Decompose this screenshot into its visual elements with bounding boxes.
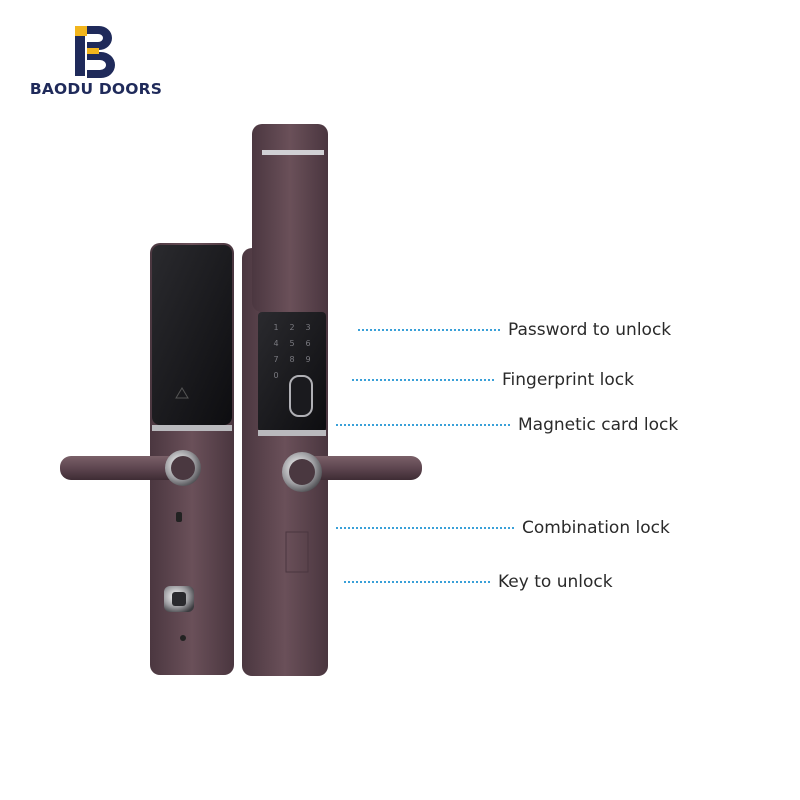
leader-line bbox=[336, 527, 514, 529]
leader-line bbox=[352, 379, 494, 381]
keypad-digit: 4 bbox=[273, 339, 278, 348]
feature-magnetic-card: Magnetic card lock bbox=[336, 413, 678, 437]
feature-fingerprint: Fingerprint lock bbox=[352, 368, 634, 392]
brand-name: BAODU DOORS bbox=[29, 80, 163, 98]
keypad-digit: 3 bbox=[305, 323, 310, 332]
brand-logo: BAODU DOORS bbox=[26, 24, 166, 104]
feature-label: Combination lock bbox=[522, 518, 670, 538]
feature-key: Key to unlock bbox=[344, 570, 613, 594]
feature-combination: Combination lock bbox=[336, 516, 670, 540]
leader-line bbox=[336, 424, 510, 426]
feature-label: Magnetic card lock bbox=[518, 415, 679, 435]
feature-label: Password to unlock bbox=[508, 320, 672, 340]
keypad-digit: 7 bbox=[273, 355, 278, 364]
keypad-digit: 8 bbox=[289, 355, 294, 364]
keypad-digit: 5 bbox=[289, 339, 294, 348]
leader-line bbox=[358, 329, 500, 331]
feature-password: Password to unlock bbox=[358, 318, 671, 342]
feature-label: Key to unlock bbox=[498, 572, 613, 592]
exterior-lock-panel: 1 2 3 4 5 6 7 8 9 0 bbox=[242, 124, 422, 676]
keypad-digit: 2 bbox=[289, 323, 294, 332]
keypad-digit: 0 bbox=[273, 371, 278, 380]
keypad-digit: 1 bbox=[273, 323, 278, 332]
db-monogram-logo-icon bbox=[75, 26, 115, 78]
leader-line bbox=[344, 581, 490, 583]
interior-lock-panel bbox=[60, 243, 234, 675]
keypad-digit: 6 bbox=[305, 339, 310, 348]
keypad-digit: 9 bbox=[305, 355, 310, 364]
feature-label: Fingerprint lock bbox=[502, 370, 634, 390]
